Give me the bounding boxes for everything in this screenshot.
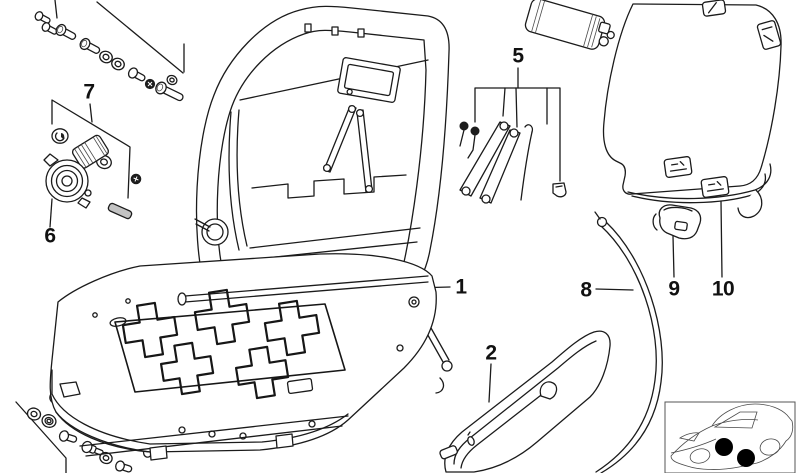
car-locator-box xyxy=(664,401,796,473)
callout-8[interactable]: 8 xyxy=(580,278,592,302)
position-dot xyxy=(737,449,755,467)
bolt xyxy=(155,81,184,102)
nut xyxy=(144,78,156,90)
leader-lines xyxy=(15,0,723,473)
screw xyxy=(34,11,51,24)
drive-motor-6-drawing xyxy=(43,134,110,209)
callout-2[interactable]: 2 xyxy=(485,341,497,365)
clip-9-drawing xyxy=(652,204,702,240)
screw xyxy=(41,22,58,35)
bowden-cable-8-drawing xyxy=(594,211,663,473)
pin xyxy=(107,202,133,220)
actuating-rod xyxy=(520,124,534,201)
cotter-pins xyxy=(459,121,480,159)
trim-panel-2-drawing xyxy=(439,330,611,473)
motor-mounting-group-7 xyxy=(43,128,142,220)
lever-set-5-drawing xyxy=(459,121,567,204)
callout-7[interactable]: 7 xyxy=(83,80,95,104)
bolt xyxy=(58,430,78,443)
position-dot xyxy=(715,438,733,456)
bolt xyxy=(79,37,101,54)
fastener-row-top-left xyxy=(34,11,184,102)
callout-9[interactable]: 9 xyxy=(668,277,680,301)
washer xyxy=(166,74,178,86)
callout-10[interactable]: 10 xyxy=(711,277,735,301)
cap-nut xyxy=(51,128,69,144)
callout-5[interactable]: 5 xyxy=(512,44,524,68)
spring-mat-drawing xyxy=(114,288,346,400)
seat-pan-drawing xyxy=(49,253,437,461)
bolt xyxy=(115,460,133,473)
callout-1[interactable]: 1 xyxy=(455,275,467,299)
backrest-panel-10-drawing xyxy=(602,0,782,219)
callout-6[interactable]: 6 xyxy=(44,224,56,248)
bushing xyxy=(99,50,113,64)
nut xyxy=(130,173,142,185)
car-outline-drawing xyxy=(670,403,794,470)
bushing xyxy=(111,57,125,71)
small-clip xyxy=(552,182,567,198)
adjuster-motor-drawing xyxy=(524,0,615,50)
bolt xyxy=(127,67,146,82)
bolt xyxy=(55,23,77,40)
